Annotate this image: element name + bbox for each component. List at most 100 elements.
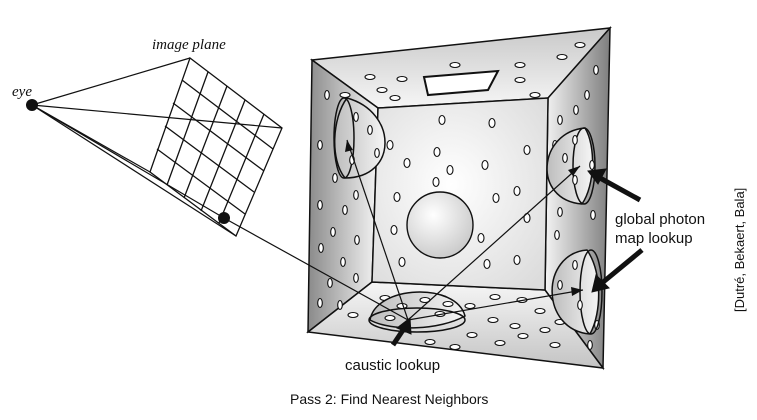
arrowhead xyxy=(568,166,580,176)
photon-dot xyxy=(572,259,578,271)
right-wall-hemisphere-lower-rim xyxy=(579,249,603,335)
image-plane xyxy=(149,56,283,238)
photon-dot xyxy=(353,111,359,123)
photon-dot xyxy=(539,326,551,334)
figure-caption: Pass 2: Find Nearest Neighbors xyxy=(290,391,488,407)
photon-dot xyxy=(523,144,531,156)
frustum-ray-right xyxy=(31,104,283,129)
frustum-ray-top xyxy=(31,57,191,106)
photon-dot xyxy=(446,164,454,176)
photon-dot xyxy=(554,229,560,241)
photon-dot xyxy=(572,174,578,186)
photon-dot xyxy=(332,172,338,184)
photon-dot xyxy=(513,185,521,197)
photon-dot xyxy=(393,191,401,203)
ray-arrowheads xyxy=(345,140,583,296)
photon-dot xyxy=(347,311,359,319)
photon-dot xyxy=(327,277,333,289)
image-plane-gridline xyxy=(200,99,246,212)
photon-dot xyxy=(562,152,568,164)
eye-point xyxy=(26,99,38,111)
photon-dot xyxy=(433,146,441,158)
left-wall-hemisphere xyxy=(334,97,386,179)
sphere xyxy=(406,191,474,259)
global-lookup-arrow-upper xyxy=(598,175,642,203)
global-photon-label-line2: map lookup xyxy=(615,230,693,247)
image-plane-gridline xyxy=(218,113,265,224)
photon-dot xyxy=(376,86,388,94)
photon-dot xyxy=(489,293,501,301)
image-plane-frame xyxy=(149,56,283,238)
photon-dot xyxy=(396,302,408,310)
photon-dot xyxy=(589,159,595,171)
photon-dot xyxy=(514,61,526,69)
pointer-arrows xyxy=(390,168,644,347)
photon-dot xyxy=(317,139,323,151)
photon-dot xyxy=(466,331,478,339)
photon-dot xyxy=(353,272,359,284)
photon-dot xyxy=(549,341,561,349)
photon-dot xyxy=(529,91,541,99)
right-wall-hemisphere-upper-rim xyxy=(572,127,596,205)
photon-dot xyxy=(389,94,401,102)
bounce-ray-to-left-wall xyxy=(346,139,409,321)
photon-dot xyxy=(317,199,323,211)
image-plane-gridline xyxy=(181,79,274,150)
photon-dot xyxy=(509,322,521,330)
eye-label: eye xyxy=(12,84,32,100)
photon-dot xyxy=(317,297,323,309)
photon-dot xyxy=(557,279,563,291)
photon-dot xyxy=(386,139,394,151)
photon-dot xyxy=(390,224,398,236)
lookup-hemispheres xyxy=(333,97,603,335)
image-plane-gridline xyxy=(156,148,246,215)
photon-dot xyxy=(367,124,373,136)
photon-dot xyxy=(432,176,440,188)
photon-dot xyxy=(424,338,436,346)
photon-dot xyxy=(577,299,583,311)
photon-dot xyxy=(354,234,360,246)
photon-dot xyxy=(364,73,376,81)
pixel-point xyxy=(218,212,230,224)
photon-dot xyxy=(342,204,348,216)
photon-dot xyxy=(449,61,461,69)
global-photon-label-line1: global photon xyxy=(615,211,705,228)
photon-dot xyxy=(442,300,454,308)
photon-dot xyxy=(556,53,568,61)
photon-dot xyxy=(517,332,529,340)
photon-dot xyxy=(374,147,380,159)
photon-dot xyxy=(494,339,506,347)
photon-dot xyxy=(449,343,461,351)
photon-dot xyxy=(557,114,563,126)
photon-dot xyxy=(477,232,485,244)
photon-dot xyxy=(337,299,343,311)
credit-label: [Dutré, Bekaert, Bala] xyxy=(732,188,747,312)
photon-dot xyxy=(403,157,411,169)
photon-dot xyxy=(353,189,359,201)
global-lookup-arrow-lower xyxy=(600,248,644,285)
photon-dot xyxy=(492,192,500,204)
photon-dot xyxy=(573,104,579,116)
photon-dot xyxy=(340,256,346,268)
photon-dot xyxy=(590,209,596,221)
photon-dot xyxy=(330,226,336,238)
photon-dot xyxy=(587,339,593,351)
global-lookup-arrowhead-lower xyxy=(591,274,610,293)
bounce-ray-to-upper-right-wall xyxy=(407,165,581,321)
photon-dot xyxy=(481,159,489,171)
ceiling-light-opening xyxy=(422,69,500,97)
frustum-ray-bottom xyxy=(31,104,237,237)
bounce-ray-to-lower-right-wall xyxy=(407,289,584,321)
photon-dot xyxy=(483,258,491,270)
floor-hemisphere-rim xyxy=(368,307,466,333)
photon-dot xyxy=(339,91,351,99)
image-plane-label: image plane xyxy=(152,37,226,53)
photon-dots xyxy=(317,41,600,351)
arrowhead xyxy=(345,140,353,152)
caustic-lookup-label: caustic lookup xyxy=(345,357,440,374)
photon-dot xyxy=(513,254,521,266)
image-plane-gridline xyxy=(183,85,228,199)
photon-dot xyxy=(324,89,330,101)
caustic-lookup-arrowhead xyxy=(396,317,412,335)
